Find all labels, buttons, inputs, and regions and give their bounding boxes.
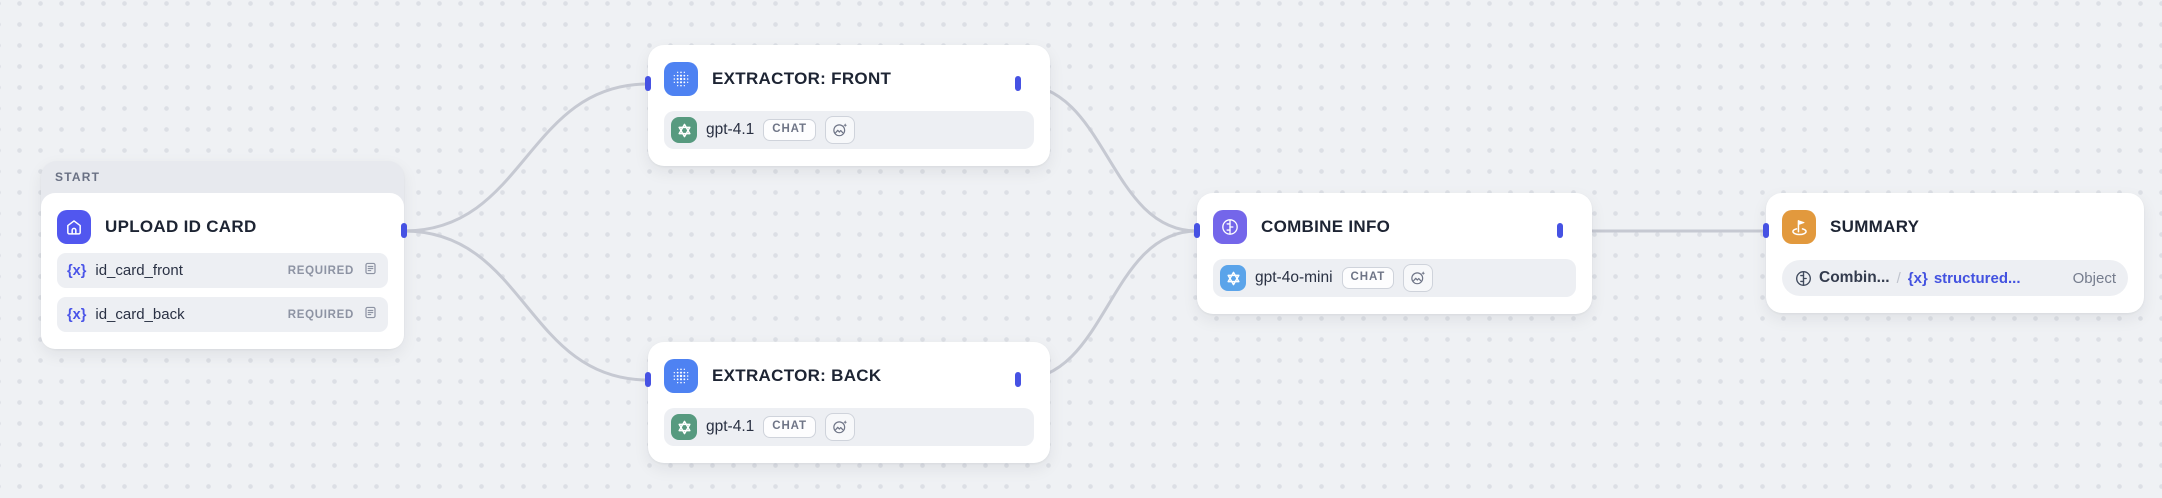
field-name: id_card_back (95, 306, 185, 323)
start-badge-label: START (55, 170, 101, 184)
brain-circuit-icon (1794, 269, 1813, 288)
required-badge: REQUIRED (287, 308, 354, 321)
output-reference[interactable]: Combin... / {x} structured... Object (1782, 260, 2128, 296)
start-badge: START (41, 161, 404, 193)
handle-extractor-back-input[interactable] (645, 372, 651, 387)
field-name: id_card_front (95, 262, 183, 279)
handle-summary-input[interactable] (1763, 223, 1769, 238)
chat-badge: CHAT (1341, 267, 1395, 289)
home-icon (57, 210, 91, 244)
variable-icon: {x} (1907, 269, 1928, 287)
brain-circuit-icon (1213, 210, 1247, 244)
variable-icon: {x} (67, 306, 87, 323)
dot-grid-icon (664, 62, 698, 96)
model-selector[interactable]: gpt-4.1 CHAT (664, 408, 1034, 446)
node-combine-info[interactable]: COMBINE INFO gpt-4o-mini CHAT (1197, 193, 1592, 314)
required-badge: REQUIRED (287, 264, 354, 277)
node-title: EXTRACTOR: BACK (712, 366, 882, 385)
model-name: gpt-4.1 (706, 121, 755, 138)
node-extractor-back[interactable]: EXTRACTOR: BACK gpt-4.1 CHAT (648, 342, 1050, 463)
dot-grid-icon (664, 359, 698, 393)
edge-upload-to-back[interactable] (402, 229, 650, 382)
node-extractor-front[interactable]: EXTRACTOR: FRONT gpt-4.1 CHAT (648, 45, 1050, 166)
handle-upload-output[interactable] (401, 223, 407, 238)
node-title: UPLOAD ID CARD (105, 217, 257, 236)
path-separator: / (1896, 269, 1901, 287)
model-name: gpt-4.1 (706, 418, 755, 435)
openai-logo-icon (671, 117, 697, 143)
node-upload-id-card[interactable]: START UPLOAD ID CARD {x} id_card_front R… (41, 161, 404, 349)
model-selector[interactable]: gpt-4o-mini CHAT (1213, 259, 1576, 297)
document-lines-icon (363, 305, 378, 325)
edge-upload-to-front[interactable] (402, 82, 650, 233)
handle-extractor-front-input[interactable] (645, 76, 651, 91)
node-title: COMBINE INFO (1261, 217, 1391, 236)
output-type-label: Object (2072, 269, 2116, 287)
openai-logo-icon (1220, 265, 1246, 291)
input-field-id-card-back[interactable]: {x} id_card_back REQUIRED (57, 297, 388, 332)
chat-badge: CHAT (763, 119, 816, 141)
handle-extractor-back-output[interactable] (1015, 372, 1021, 387)
handle-combine-input[interactable] (1194, 223, 1200, 238)
model-selector[interactable]: gpt-4.1 CHAT (664, 111, 1034, 149)
vision-sparkle-icon (824, 116, 855, 144)
input-field-id-card-front[interactable]: {x} id_card_front REQUIRED (57, 253, 388, 288)
chat-badge: CHAT (763, 416, 816, 438)
flag-icon (1782, 210, 1816, 244)
document-lines-icon (363, 261, 378, 281)
output-field-name: structured... (1933, 269, 2021, 287)
node-summary[interactable]: SUMMARY Combin... / {x} structured... Ob… (1766, 193, 2144, 313)
model-name: gpt-4o-mini (1255, 269, 1333, 286)
output-source-node: Combin... (1819, 269, 1890, 286)
openai-logo-icon (671, 414, 697, 440)
variable-icon: {x} (67, 262, 87, 279)
vision-sparkle-icon (824, 413, 855, 441)
handle-extractor-front-output[interactable] (1015, 76, 1021, 91)
handle-combine-output[interactable] (1557, 223, 1563, 238)
node-title: SUMMARY (1830, 217, 1920, 236)
vision-sparkle-icon (1403, 264, 1434, 292)
node-title: EXTRACTOR: FRONT (712, 69, 892, 88)
